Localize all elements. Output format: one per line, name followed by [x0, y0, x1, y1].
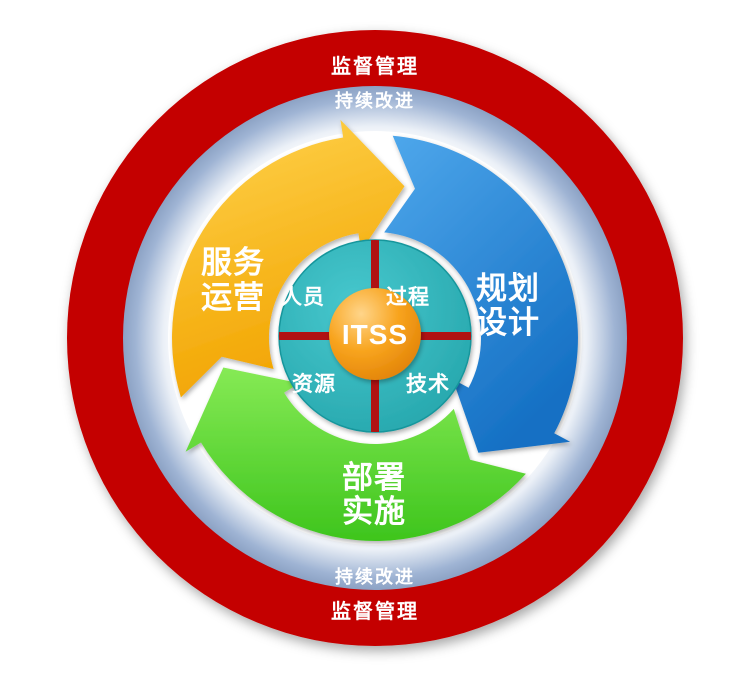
segment-planning-design-arrow	[384, 135, 578, 453]
segment-service-operation-label-line1: 服务	[201, 245, 265, 280]
segment-deployment-implementation-arrow	[185, 367, 526, 541]
quadrant-label-process: 过程	[386, 285, 430, 309]
outer-ring-label-bottom: 监督管理	[331, 599, 419, 623]
segment-service-operation-arrow	[172, 119, 405, 398]
segment-planning-design-label: 规划 设计	[476, 271, 540, 340]
outer-ring-label-top: 监督管理	[331, 54, 419, 78]
core-label: ITSS	[342, 319, 408, 350]
improvement-ring-label-bottom: 持续改进	[335, 566, 415, 587]
segment-service-operation-label-line2: 运营	[201, 280, 265, 315]
segment-service-operation-label: 服务 运营	[201, 245, 265, 315]
improvement-ring-label-top: 持续改进	[335, 90, 415, 111]
quadrant-labels: 人员 过程 资源 技术	[281, 285, 450, 396]
cycle-arrows	[172, 119, 578, 541]
core-sphere	[329, 288, 421, 380]
segment-deployment-implementation-label-line2: 实施	[342, 494, 406, 529]
quadrant-label-personnel: 人员	[281, 286, 325, 309]
segment-planning-design-label-line2: 设计	[476, 305, 540, 340]
segment-deployment-implementation-label-line1: 部署	[342, 460, 406, 495]
segment-planning-design-label-line1: 规划	[476, 271, 540, 306]
segment-deployment-implementation-label: 部署 实施	[342, 460, 406, 529]
quadrant-label-technology: 技术	[406, 373, 450, 396]
quadrant-label-resource: 资源	[292, 373, 336, 396]
